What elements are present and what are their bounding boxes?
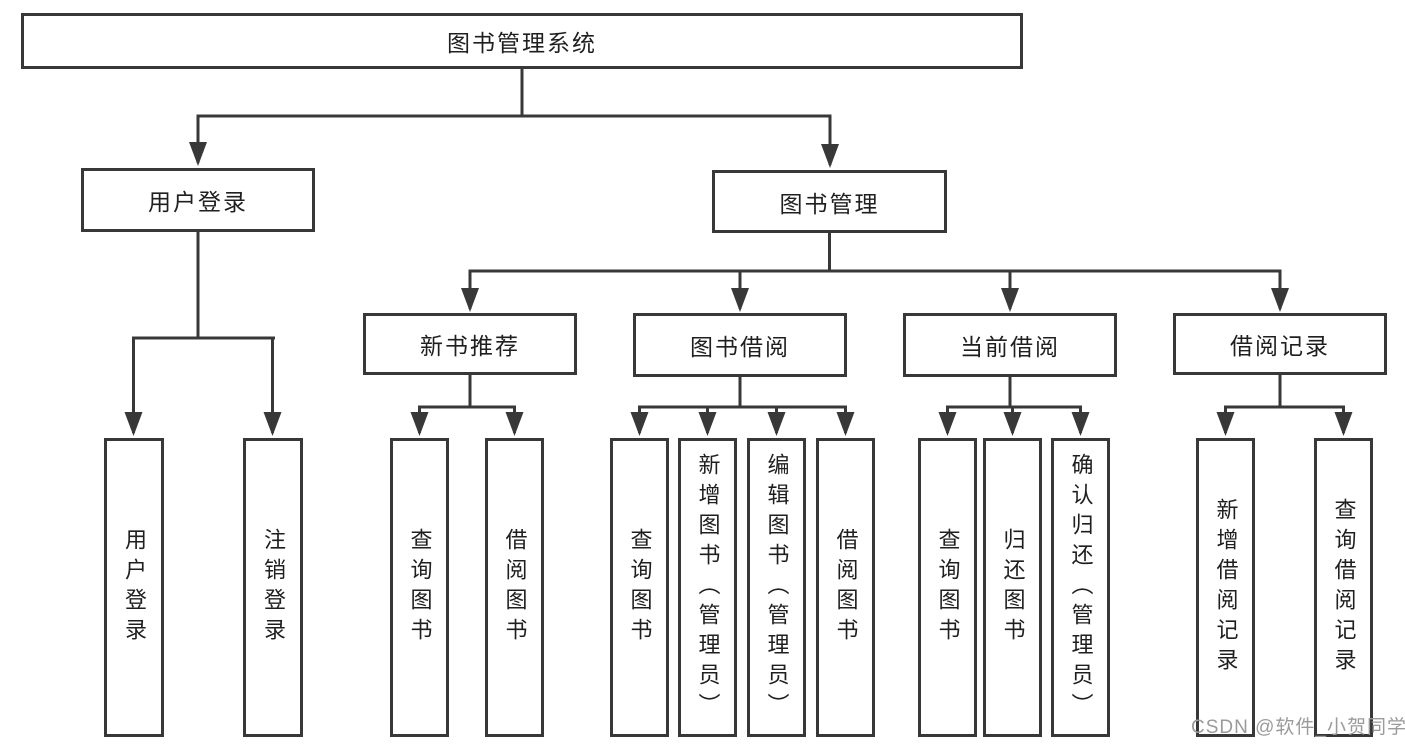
- node-user-login-label: 用户登录: [148, 189, 248, 215]
- node-book-management-label: 图书管理: [779, 190, 880, 217]
- leaf-current-return-label: 归还图书: [1000, 527, 1026, 648]
- leaf-records-add-label: 新增借阅记录: [1213, 497, 1239, 678]
- leaf-logout: 注销登录: [243, 438, 303, 737]
- leaf-current-query: 查询图书: [918, 438, 977, 737]
- leaf-current-return: 归还图书: [983, 438, 1042, 737]
- leaf-newbooks-borrow: 借阅图书: [485, 438, 544, 737]
- node-current-borrowing-label: 当前借阅: [960, 334, 1060, 360]
- node-borrow-records: 借阅记录: [1173, 313, 1387, 375]
- leaf-borrowing-borrow-label: 借阅图书: [833, 527, 859, 648]
- leaf-borrowing-edit: 编辑图书（管理员）: [747, 438, 806, 737]
- leaf-current-confirm-label: 确认归还（管理员）: [1068, 452, 1094, 723]
- leaf-borrowing-borrow: 借阅图书: [816, 438, 875, 737]
- node-new-books: 新书推荐: [363, 313, 577, 375]
- node-book-borrowing-label: 图书借阅: [690, 334, 790, 360]
- leaf-newbooks-query: 查询图书: [390, 438, 449, 737]
- leaf-newbooks-borrow-label: 借阅图书: [502, 527, 528, 648]
- node-book-borrowing: 图书借阅: [633, 313, 847, 377]
- leaf-user-login: 用户登录: [104, 438, 164, 737]
- leaf-logout-label: 注销登录: [261, 527, 286, 648]
- leaf-borrowing-query-label: 查询图书: [627, 527, 653, 648]
- leaf-records-query: 查询借阅记录: [1314, 438, 1373, 737]
- node-book-management: 图书管理: [712, 170, 947, 233]
- leaf-borrowing-add: 新增图书（管理员）: [678, 438, 737, 737]
- csdn-watermark: CSDN @软件_小贺同学: [1191, 717, 1405, 738]
- leaf-borrowing-query: 查询图书: [610, 438, 669, 737]
- node-root-label: 图书管理系统: [447, 30, 597, 56]
- node-new-books-label: 新书推荐: [420, 333, 520, 359]
- leaf-borrowing-add-label: 新增图书（管理员）: [695, 452, 721, 723]
- leaf-newbooks-query-label: 查询图书: [407, 527, 433, 648]
- leaf-borrowing-edit-label: 编辑图书（管理员）: [764, 452, 790, 723]
- node-borrow-records-label: 借阅记录: [1230, 333, 1330, 359]
- leaf-current-confirm: 确认归还（管理员）: [1051, 438, 1110, 737]
- node-root: 图书管理系统: [21, 13, 1023, 69]
- leaf-records-add: 新增借阅记录: [1196, 438, 1255, 737]
- leaf-user-login-label: 用户登录: [122, 527, 147, 648]
- leaf-records-query-label: 查询借阅记录: [1331, 497, 1357, 678]
- node-current-borrowing: 当前借阅: [903, 313, 1117, 377]
- node-user-login: 用户登录: [81, 168, 315, 232]
- leaf-current-query-label: 查询图书: [935, 527, 961, 648]
